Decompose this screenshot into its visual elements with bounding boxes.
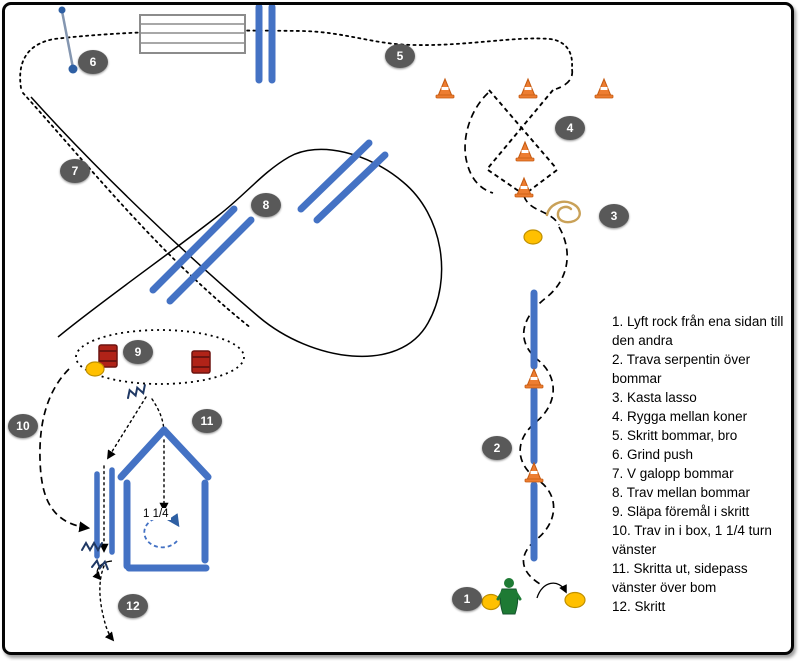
bridge-deck: [139, 14, 246, 54]
barrel-icon: [98, 344, 118, 368]
cone-icon: [515, 140, 535, 162]
ball-icon: [564, 591, 586, 609]
path-canter-loop: [30, 96, 443, 358]
station1-arrow: [536, 582, 567, 599]
ball-icon: [85, 361, 105, 377]
obstacles: [58, 3, 614, 615]
cone-icon: [435, 77, 455, 99]
path-top-dotted: [19, 29, 573, 89]
station-badge-2: 2: [482, 436, 512, 460]
pole: [166, 216, 255, 305]
cone-icon: [594, 77, 614, 99]
path-station12: [99, 565, 115, 642]
x-line: [488, 89, 557, 169]
path-serpentine: [519, 226, 569, 585]
legend-item: 2. Trava serpentin över bommar: [612, 352, 751, 386]
walk-poles: [255, 3, 276, 84]
path-diagonal-dotted: [22, 92, 252, 329]
station-badge-1: 1: [452, 587, 482, 611]
squiggle-mark: [127, 384, 146, 399]
x-line: [487, 169, 524, 195]
pole-roof: [117, 426, 168, 481]
bridge: [139, 14, 246, 54]
cone-weave-x: [487, 89, 558, 195]
turn-label: 1 1/4: [141, 508, 171, 520]
station-badge-5: 5: [385, 44, 415, 68]
legend-item: 5. Skritt bommar, bro: [612, 428, 738, 443]
legend-item: 3. Kasta lasso: [612, 390, 697, 405]
station-badge-7: 7: [60, 159, 90, 183]
station-badge-10: 10: [8, 414, 38, 438]
path-station4-loop: [464, 92, 494, 194]
legend-item: 7. V galopp bommar: [612, 466, 734, 481]
ball-icon: [523, 229, 543, 245]
gate-push: [58, 6, 78, 74]
cone-icon: [524, 461, 544, 483]
legend-item: 8. Trav mellan bommar: [612, 485, 751, 500]
pole: [313, 151, 389, 224]
barrel-icon: [191, 350, 211, 374]
legend-item: 6. Grind push: [612, 447, 694, 462]
squiggle-mark: [81, 540, 103, 553]
squiggle-mark: [91, 558, 109, 571]
lasso-icon: [545, 200, 581, 224]
gate-knob: [68, 64, 78, 74]
cone-icon: [518, 77, 538, 99]
station-badge-6: 6: [78, 50, 108, 74]
turn-circle-arrow: [143, 513, 180, 549]
gate-bar: [60, 10, 75, 69]
trot-poles: [149, 139, 389, 305]
legend-item: 9. Släpa föremål i skritt: [612, 504, 750, 519]
drag-area-outline: [75, 329, 245, 385]
station-badge-9: 9: [123, 340, 153, 364]
cone-icon: [514, 176, 534, 198]
legend-item: 1. Lyft rock från ena sidan till den and…: [612, 314, 784, 348]
ground-marks: [81, 384, 146, 571]
station-badge-4: 4: [555, 116, 585, 140]
x-line: [524, 169, 558, 195]
path-sidepass-entry: [107, 396, 147, 460]
ball-icon: [481, 593, 501, 611]
station-badge-8: 8: [251, 193, 281, 217]
legend-item: 4. Rygga mellan koner: [612, 409, 748, 424]
pole-box-house: [117, 426, 212, 572]
path-station4-exit: [523, 195, 560, 226]
legend-item: 11. Skritta ut, sidepass vänster över bo…: [612, 561, 748, 595]
station-badge-3: 3: [599, 204, 629, 228]
pole-roof: [160, 426, 212, 481]
course-paths: [19, 29, 574, 642]
gate-knob: [58, 6, 66, 14]
cone-icon: [524, 367, 544, 389]
x-line: [487, 89, 554, 169]
station-badge-12: 12: [118, 594, 148, 618]
pole: [149, 205, 238, 294]
path-station10: [39, 368, 91, 533]
legend: 1. Lyft rock från ena sidan till den and…: [612, 312, 794, 616]
legend-item: 10. Trav in i box, 1 1/4 turn vänster: [612, 523, 772, 557]
legend-item: 12. Skritt: [612, 599, 666, 614]
person-icon: [496, 578, 522, 615]
sidepass-poles: [94, 467, 115, 559]
path-station4-entry: [555, 68, 574, 90]
pole: [297, 139, 373, 213]
station-badge-11: 11: [192, 409, 222, 433]
